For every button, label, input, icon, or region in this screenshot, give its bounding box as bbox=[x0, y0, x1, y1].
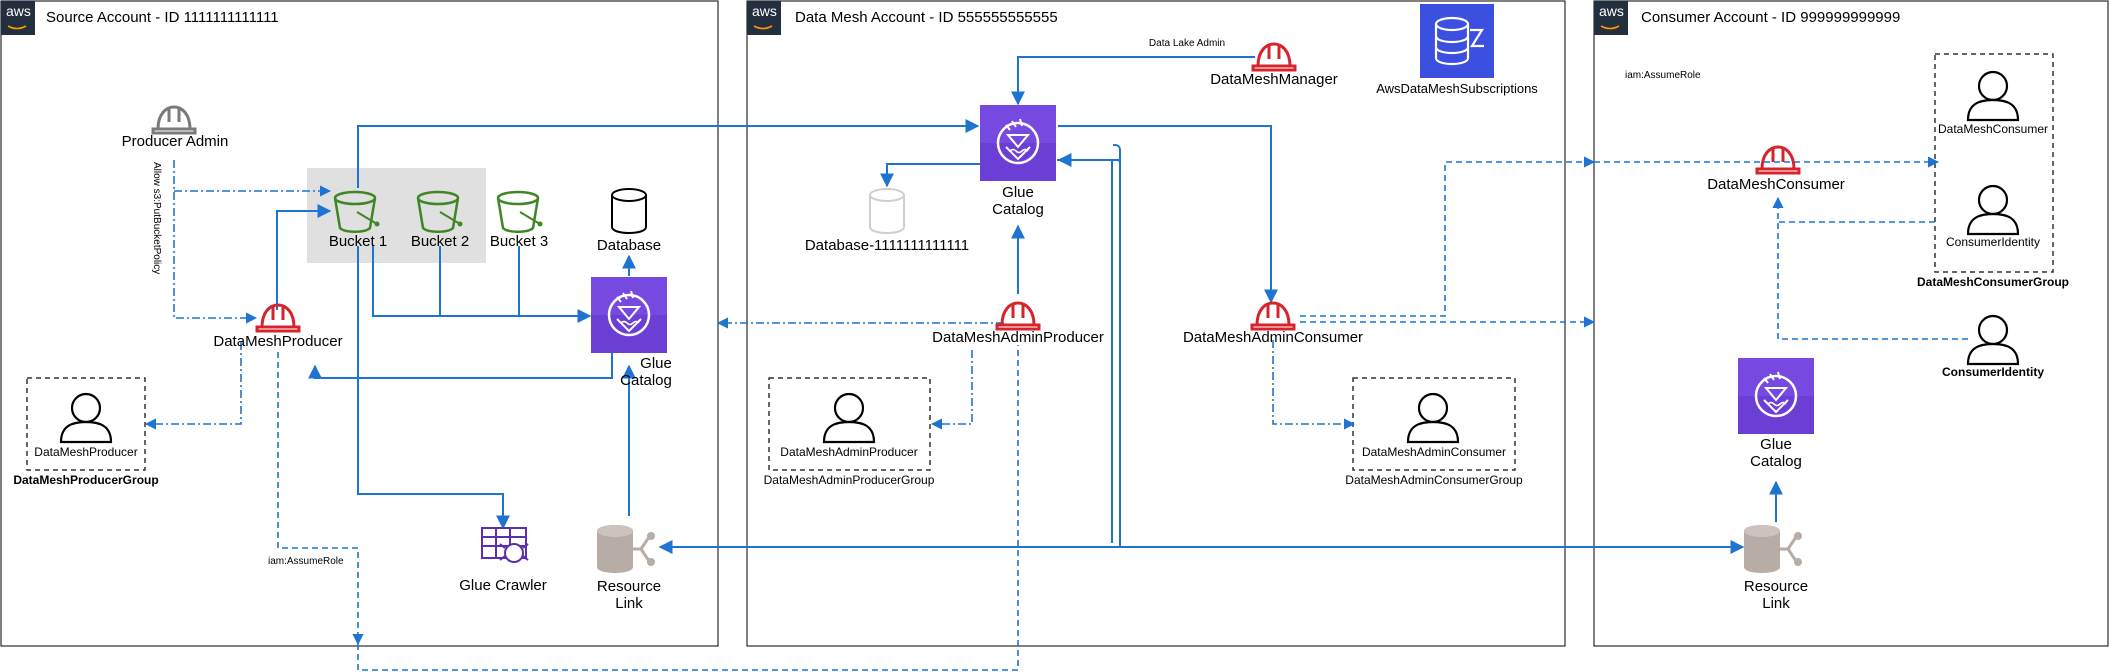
aws-logo-text: aws bbox=[752, 3, 777, 19]
solid-flows bbox=[276, 56, 1783, 554]
admin-producer-hard-hat-icon bbox=[995, 301, 1041, 331]
admin-producer-group-label: DataMeshAdminProducerGroup bbox=[763, 473, 935, 487]
mesh-glue-label-1: Glue bbox=[1002, 184, 1034, 201]
bucket-2-label: Bucket 2 bbox=[410, 233, 470, 250]
mesh-account-title: Data Mesh Account - ID 555555555555 bbox=[795, 9, 1058, 26]
producer-group-label: DataMeshProducerGroup bbox=[13, 473, 159, 487]
data-lake-admin-label: Data Lake Admin bbox=[1148, 38, 1226, 49]
consumer-glue-label-2: Catalog bbox=[1750, 453, 1802, 470]
dashed-flows bbox=[277, 156, 1968, 671]
database-label: Database bbox=[596, 237, 662, 254]
admin-producer-group-box bbox=[768, 377, 931, 471]
producer-admin-label: Producer Admin bbox=[121, 133, 229, 150]
subscriptions-label: AwsDataMeshSubscriptions bbox=[1376, 81, 1538, 96]
consumer-user-label: DataMeshConsumer bbox=[1937, 122, 2049, 136]
admin-consumer-group-label: DataMeshAdminConsumerGroup bbox=[1345, 473, 1523, 487]
source-account-title: Source Account - ID 1111111111111 bbox=[46, 9, 279, 26]
admin-consumer-label: DataMeshAdminConsumer bbox=[1182, 329, 1364, 346]
manager-hard-hat-icon bbox=[1251, 42, 1297, 72]
crawler-label: Glue Crawler bbox=[459, 577, 547, 594]
producer-user-icon bbox=[59, 392, 113, 444]
consumer-resource-link-icon bbox=[1742, 523, 1804, 575]
mesh-database-icon bbox=[869, 188, 905, 234]
admin-producer-label: DataMeshAdminProducer bbox=[932, 329, 1104, 346]
source-glue-label-1: Glue bbox=[640, 355, 672, 372]
aws-logo-text: aws bbox=[1599, 3, 1624, 19]
producer-admin-hard-hat-icon bbox=[151, 105, 197, 135]
bucket-1-label: Bucket 1 bbox=[328, 233, 388, 250]
source-glue-label-2: Catalog bbox=[620, 372, 672, 389]
database-icon bbox=[611, 188, 647, 234]
manager-label: DataMeshManager bbox=[1210, 71, 1338, 88]
source-resource-link-icon bbox=[595, 523, 657, 575]
consumer-glue-catalog-icon bbox=[1736, 356, 1816, 436]
consumer-identity-label: ConsumerIdentity bbox=[1941, 365, 2045, 379]
bucket-3-label: Bucket 3 bbox=[489, 233, 549, 250]
consumer-account-frame bbox=[1593, 0, 2109, 647]
source-resource-link-label-1: Resource bbox=[596, 578, 662, 595]
dynamodb-table-icon bbox=[1420, 4, 1494, 78]
source-glue-catalog-icon bbox=[589, 275, 669, 355]
admin-consumer-user-label: DataMeshAdminConsumer bbox=[1361, 445, 1507, 459]
producer-role-label: DataMeshProducer bbox=[213, 333, 343, 350]
consumer-group-label: DataMeshConsumerGroup bbox=[1916, 275, 2070, 289]
consumer-resource-link-label-1: Resource bbox=[1743, 578, 1809, 595]
mesh-glue-catalog-icon bbox=[978, 103, 1058, 183]
consumer-glue-label-1: Glue bbox=[1760, 436, 1792, 453]
glue-crawler-icon bbox=[481, 527, 529, 563]
bucket-3-icon bbox=[496, 190, 544, 233]
policy-edge-label: Allow s3:PutBucketPolicy bbox=[151, 162, 162, 275]
consumer-user-icon bbox=[1966, 70, 2020, 122]
admin-producer-user-label: DataMeshAdminProducer bbox=[780, 445, 918, 459]
dashdot-flows bbox=[144, 160, 1356, 430]
consumer-account-title: Consumer Account - ID 999999999999 bbox=[1641, 9, 1901, 26]
consumer-resource-link-label-2: Link bbox=[1762, 595, 1790, 612]
mesh-glue-label-2: Catalog bbox=[992, 201, 1044, 218]
consumer-identity-in-group-label: ConsumerIdentity bbox=[1945, 235, 2041, 249]
source-assume-role-label: iam:AssumeRole bbox=[268, 556, 344, 567]
consumer-role-hard-hat-icon bbox=[1755, 145, 1801, 175]
consumer-identity-icon bbox=[1966, 314, 2020, 366]
producer-user-label: DataMeshProducer bbox=[34, 445, 138, 459]
consumer-assume-role-label: iam:AssumeRole bbox=[1625, 70, 1701, 81]
aws-logo-text: aws bbox=[6, 3, 31, 19]
consumer-role-label: DataMeshConsumer bbox=[1707, 176, 1845, 193]
admin-producer-user-icon bbox=[822, 392, 876, 444]
admin-consumer-user-icon bbox=[1406, 392, 1460, 444]
mesh-database-label: Database-1111111111111 bbox=[804, 237, 970, 254]
source-resource-link-label-2: Link bbox=[615, 595, 643, 612]
admin-consumer-hard-hat-icon bbox=[1250, 301, 1296, 331]
consumer-identity-in-group-icon bbox=[1966, 184, 2020, 236]
